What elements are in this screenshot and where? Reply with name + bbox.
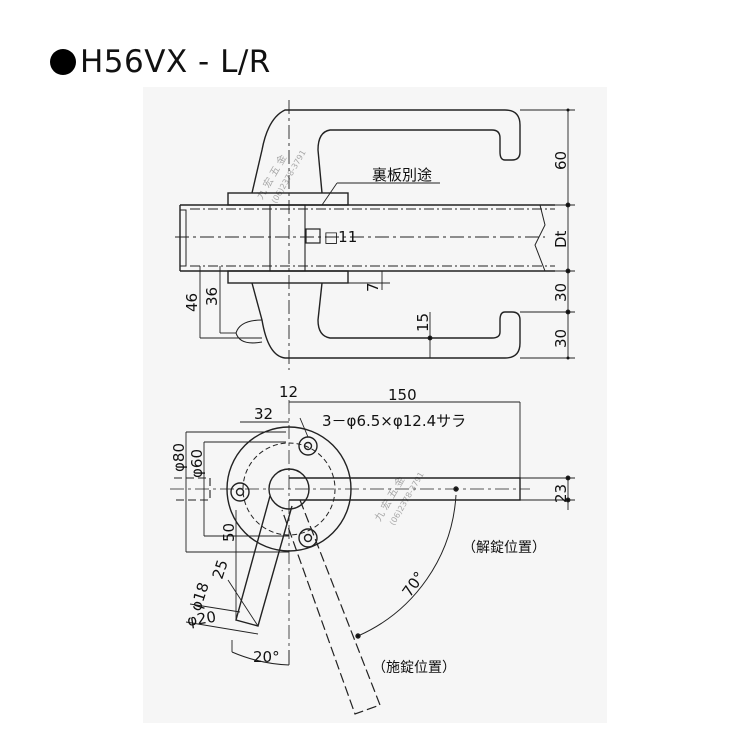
- dim-phi80: φ80: [170, 443, 188, 472]
- top-view-labels: 裏板別途 □11 60 Dt 30 30 7 15 46 36: [183, 151, 570, 348]
- dim-phi20: φ20: [186, 608, 217, 630]
- lever-lower: [251, 282, 521, 359]
- front-view-labels: 12 150 32 3－φ6.5×φ12.4サラ φ80 φ60 23 50 2…: [170, 383, 570, 676]
- drawing-sheet: [143, 87, 607, 723]
- dim-32: 32: [254, 405, 273, 423]
- screw-spec: 3－φ6.5×φ12.4サラ: [322, 412, 466, 430]
- lever-locked: [281, 499, 381, 715]
- title-row: H56VX - L/R: [50, 40, 271, 84]
- angle-70: 70°: [399, 568, 429, 600]
- dim-phi60: φ60: [188, 449, 206, 478]
- dim-150: 150: [388, 386, 417, 404]
- screw-hole-icon: [230, 436, 318, 548]
- lever-angled: [235, 495, 293, 627]
- dim-25: 25: [209, 558, 232, 582]
- arc-20: [231, 651, 290, 666]
- lock-label: （施錠位置）: [372, 660, 456, 676]
- dim-30a: 30: [552, 283, 570, 302]
- bullet-icon: [50, 49, 76, 75]
- top-view: [175, 100, 575, 370]
- door-section: [175, 204, 555, 272]
- page-title: H56VX - L/R: [80, 44, 271, 80]
- dim-7: 7: [364, 282, 382, 292]
- dim-30b: 30: [552, 329, 570, 348]
- arc-70: [357, 494, 457, 637]
- backplate-label: 裏板別途: [372, 166, 432, 184]
- rose-top: [227, 192, 349, 206]
- lever-upper: [251, 109, 521, 194]
- dim-23: 23: [552, 484, 570, 503]
- dim-60: 60: [552, 151, 570, 170]
- square-label: □11: [324, 228, 357, 246]
- dim-12: 12: [279, 383, 298, 401]
- dim-dt: Dt: [552, 230, 570, 248]
- dim-50: 50: [220, 523, 238, 542]
- dim-15: 15: [414, 313, 432, 332]
- unlock-label: （解錠位置）: [462, 540, 546, 556]
- front-view: [170, 400, 575, 715]
- spindle-block: [269, 204, 306, 272]
- rose-bottom: [227, 270, 349, 284]
- dim-36: 36: [203, 287, 221, 306]
- dim-46: 46: [183, 293, 201, 312]
- angle-20: 20°: [253, 648, 280, 666]
- square-spindle-icon: [305, 228, 321, 244]
